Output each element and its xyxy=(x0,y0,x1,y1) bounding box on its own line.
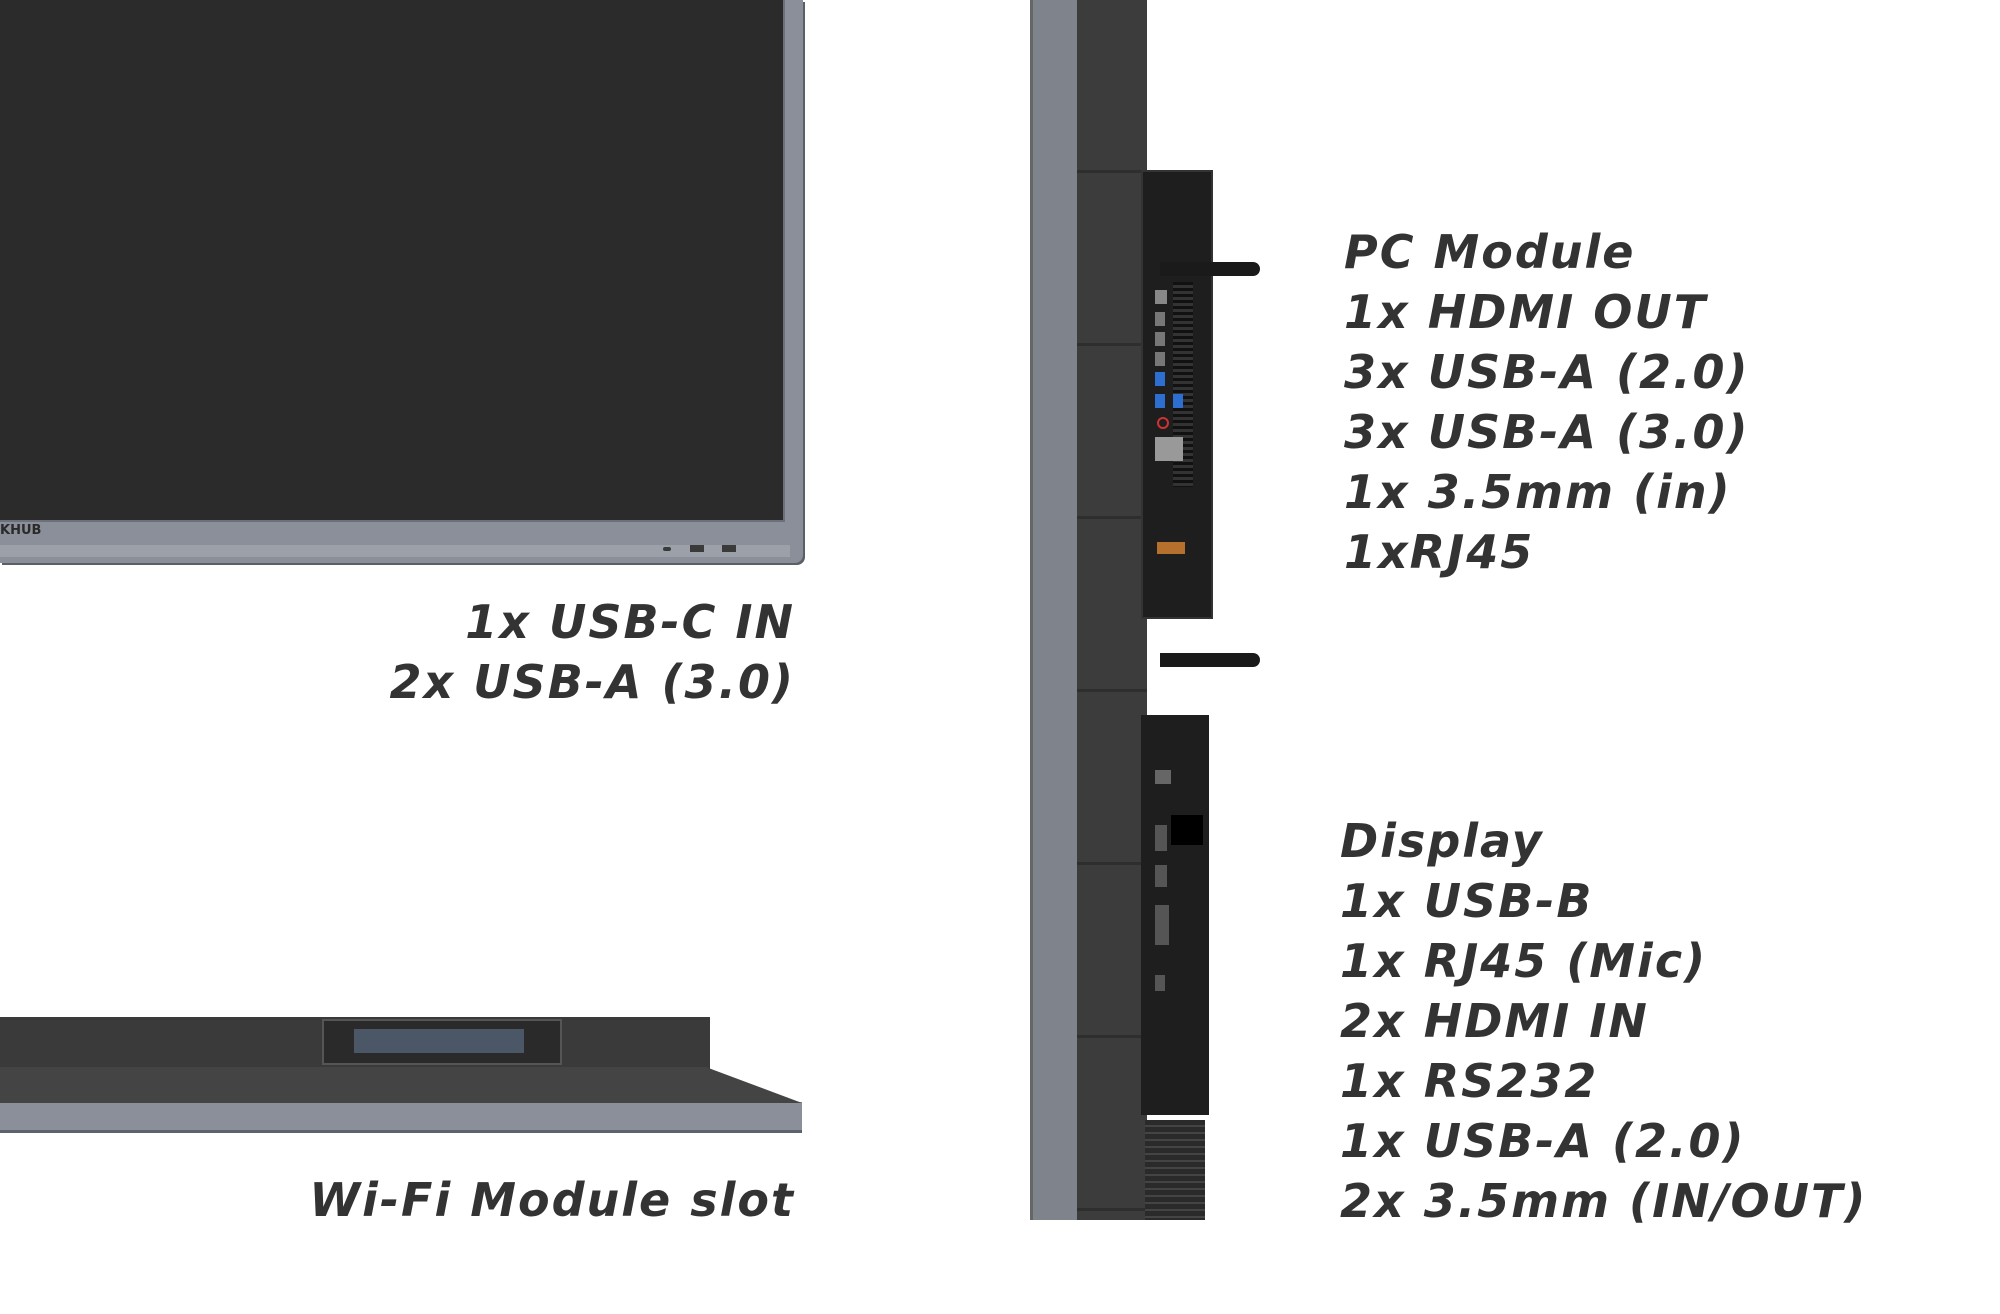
port-line: 3x USB-A (2.0) xyxy=(1344,345,1750,399)
wifi-module-caption: Wi-Fi Module slot xyxy=(309,1173,795,1227)
port-line: 1x USB-A (2.0) xyxy=(1340,1114,1746,1168)
display-label: Display 1x USB-B 1x RJ45 (Mic) 2x HDMI I… xyxy=(1340,811,1867,1231)
usb3-port-icon xyxy=(1155,372,1165,386)
wifi-module-slot xyxy=(322,1019,562,1065)
bottom-view-frame xyxy=(0,1102,802,1133)
port-line: 1x 3.5mm (in) xyxy=(1344,465,1732,519)
brand-logo: KHUB xyxy=(0,523,42,538)
vent-grille xyxy=(1173,282,1193,487)
stand-foot xyxy=(1145,1120,1205,1220)
front-port-strip xyxy=(0,545,790,557)
section-title: Display xyxy=(1340,814,1544,868)
rj45-port-icon xyxy=(1155,437,1183,461)
antenna-icon xyxy=(1160,262,1260,276)
usb-b-port-icon xyxy=(1155,770,1171,784)
port-line: 2x USB-A (3.0) xyxy=(389,655,795,709)
port-line: 1xRJ45 xyxy=(1344,525,1535,579)
usb-port-icon xyxy=(1155,352,1165,366)
usb3-port-icon xyxy=(1173,394,1183,408)
hdmi-port-icon xyxy=(1155,825,1167,851)
pc-module-label: PC Module 1x HDMI OUT 3x USB-A (2.0) 3x … xyxy=(1344,222,1749,582)
port-line: 1x RJ45 (Mic) xyxy=(1340,934,1708,988)
hdmi-port-icon xyxy=(1155,290,1167,304)
hdmi-port-icon xyxy=(1155,865,1167,887)
port-line: 1x RS232 xyxy=(1340,1054,1599,1108)
rj45-port-icon xyxy=(1171,815,1203,845)
port-line: 2x HDMI IN xyxy=(1340,994,1649,1048)
port-line: 1x HDMI OUT xyxy=(1344,285,1708,339)
audio-jack-icon xyxy=(1157,417,1169,429)
front-view-display: KHUB xyxy=(0,0,803,563)
usb-port-icon xyxy=(1155,312,1165,326)
port-line: 3x USB-A (3.0) xyxy=(1344,405,1750,459)
usb-port-icon xyxy=(1155,332,1165,346)
rs232-port-icon xyxy=(1155,905,1169,945)
usb-port-icon xyxy=(722,545,736,552)
side-view-frame xyxy=(1030,0,1080,1220)
pc-module xyxy=(1141,170,1213,619)
front-ports-label: 1x USB-C IN 2x USB-A (3.0) xyxy=(390,592,795,712)
display-screen xyxy=(0,0,785,522)
port-line: 1x USB-C IN xyxy=(465,595,795,649)
antenna-icon xyxy=(1160,653,1260,667)
usb-port-icon xyxy=(1155,975,1165,991)
slot-icon xyxy=(1157,542,1185,554)
side-view-body xyxy=(1077,0,1147,1220)
usb3-port-icon xyxy=(1155,394,1165,408)
section-title: PC Module xyxy=(1344,225,1636,279)
usb-port-icon xyxy=(690,545,704,552)
port-line: 1x USB-B xyxy=(1340,874,1594,928)
port-line: 2x 3.5mm (IN/OUT) xyxy=(1340,1174,1868,1228)
display-io-panel xyxy=(1141,715,1209,1115)
usb-c-port-icon xyxy=(663,547,671,551)
